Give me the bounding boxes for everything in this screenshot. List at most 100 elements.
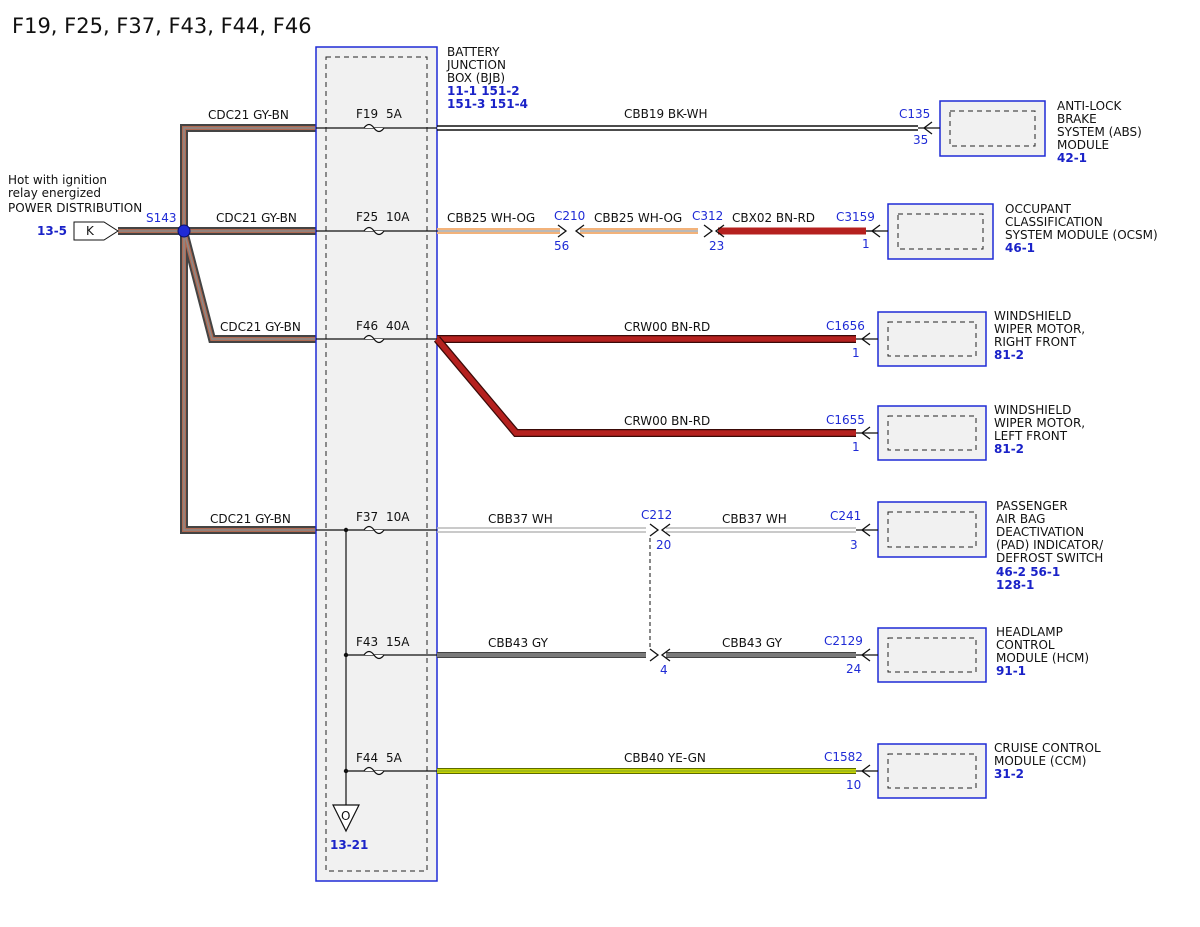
module-hcm-pin: 24: [846, 662, 861, 676]
connector-c212-pin: 20: [656, 538, 671, 552]
module-pad-line5: DEFROST SWITCH: [996, 551, 1103, 565]
connector-k-label: K: [86, 224, 95, 238]
fuse-f25-name: F25: [356, 210, 378, 224]
module-hcm-line2: CONTROL: [996, 638, 1055, 652]
bjb-label-line2: JUNCTION: [446, 58, 506, 72]
module-ccm-line2: MODULE (CCM): [994, 754, 1086, 768]
module-pad-line2: AIR BAG: [996, 512, 1045, 526]
module-wiper-rf-line3: RIGHT FRONT: [994, 335, 1077, 349]
module-pad-pin: 3: [850, 538, 858, 552]
inline-connector-c210: [557, 224, 585, 238]
power-label-line1: Hot with ignition: [8, 173, 107, 187]
wire-cbb37: [437, 527, 856, 533]
fuse-f19-name: F19: [356, 107, 378, 121]
module-ocsm-line1: OCCUPANT: [1005, 202, 1072, 216]
module-wiper-rf-connector: C1656: [826, 319, 865, 333]
ground-icon: [332, 804, 360, 833]
module-hcm-ref[interactable]: 91-1: [996, 664, 1026, 678]
module-hcm-line1: HEADLAMP: [996, 625, 1063, 639]
inline-connector-c312: [703, 224, 725, 238]
wire-label-cbb43-b: CBB43 GY: [722, 636, 783, 650]
connector-c312-label: C312: [692, 209, 723, 223]
module-wiper-lf-line1: WINDSHIELD: [994, 403, 1071, 417]
module-wiper-rf: [856, 311, 987, 367]
module-ccm: [856, 743, 987, 799]
connector-k-icon: [73, 221, 119, 241]
bjb-inner-outline: [325, 56, 428, 872]
module-pad-ref2[interactable]: 128-1: [996, 578, 1034, 592]
module-abs-connector: C135: [899, 107, 930, 121]
wire-label-crw00-a: CRW00 BN-RD: [624, 320, 710, 334]
inline-connector-c212: [649, 523, 671, 662]
module-wiper-lf-ref[interactable]: 81-2: [994, 442, 1024, 456]
module-ocsm-ref[interactable]: 46-1: [1005, 241, 1035, 255]
bjb-label-line1: BATTERY: [447, 45, 500, 59]
wire-cbb25: [437, 228, 698, 234]
module-abs-ref[interactable]: 42-1: [1057, 151, 1087, 165]
bjb-label-line3: BOX (BJB): [447, 71, 505, 85]
wire-label-crw00-b: CRW00 BN-RD: [624, 414, 710, 428]
module-ccm-pin: 10: [846, 778, 861, 792]
wire-label-cbb25-a: CBB25 WH-OG: [447, 211, 535, 225]
module-wiper-lf: [856, 405, 987, 461]
fuse-internal-dots: [343, 527, 349, 774]
feed-label-f37: CDC21 GY-BN: [210, 512, 291, 526]
fuse-f44-rating: 5A: [386, 751, 403, 765]
splice-label: S143: [146, 211, 177, 225]
module-wiper-lf-line2: WIPER MOTOR,: [994, 416, 1085, 430]
module-ocsm-line2: CLASSIFICATION: [1005, 215, 1103, 229]
ground-symbol-label: O: [341, 809, 350, 823]
fuse-f46-name: F46: [356, 319, 378, 333]
wire-label-cbb19: CBB19 BK-WH: [624, 107, 708, 121]
power-label-line3: POWER DISTRIBUTION: [8, 201, 142, 215]
module-pad: [856, 501, 987, 558]
module-ccm-connector: C1582: [824, 750, 863, 764]
fuse-f43-rating: 15A: [386, 635, 410, 649]
wire-label-cbx02: CBX02 BN-RD: [732, 211, 815, 225]
bjb-ref-line1[interactable]: 11-1 151-2: [447, 84, 520, 98]
module-ccm-line1: CRUISE CONTROL: [994, 741, 1101, 755]
module-ocsm: [866, 203, 994, 260]
page-title: F19, F25, F37, F43, F44, F46: [12, 14, 312, 38]
fuse-f46-rating: 40A: [386, 319, 410, 333]
fuse-f43-name: F43: [356, 635, 378, 649]
ground-ref[interactable]: 13-21: [330, 838, 368, 852]
connector-c212-label: C212: [641, 508, 672, 522]
module-pad-connector: C241: [830, 509, 861, 523]
module-pad-line3: DEACTIVATION: [996, 525, 1084, 539]
module-ccm-ref[interactable]: 31-2: [994, 767, 1024, 781]
fuse-f44-name: F44: [356, 751, 378, 765]
module-wiper-rf-ref[interactable]: 81-2: [994, 348, 1024, 362]
module-pad-line4: (PAD) INDICATOR/: [996, 538, 1104, 552]
module-wiper-lf-line3: LEFT FRONT: [994, 429, 1068, 443]
bjb-ref-line2[interactable]: 151-3 151-4: [447, 97, 528, 111]
power-label-line2: relay energized: [8, 186, 101, 200]
connector-c210-label: C210: [554, 209, 585, 223]
module-abs-line1: ANTI-LOCK: [1057, 99, 1122, 113]
module-pad-line1: PASSENGER: [996, 499, 1068, 513]
module-abs-pin: 35: [913, 133, 928, 147]
feed-label-f19: CDC21 GY-BN: [208, 108, 289, 122]
module-abs-line4: MODULE: [1057, 138, 1109, 152]
fuse-symbols: [363, 123, 385, 776]
wire-label-cbb43-a: CBB43 GY: [488, 636, 549, 650]
feed-label-f46: CDC21 GY-BN: [220, 320, 301, 334]
wire-label-cbb37-b: CBB37 WH: [722, 512, 787, 526]
module-abs: [918, 100, 1046, 157]
fuse-f37-name: F37: [356, 510, 378, 524]
wire-label-cbb40: CBB40 YE-GN: [624, 751, 706, 765]
module-ocsm-pin: 1: [862, 237, 870, 251]
connector-c210-pin: 56: [554, 239, 569, 253]
module-wiper-rf-pin: 1: [852, 346, 860, 360]
power-feed-harness: [118, 124, 316, 534]
fuse-f25-rating: 10A: [386, 210, 410, 224]
power-ref[interactable]: 13-5: [37, 224, 67, 238]
module-wiper-lf-connector: C1655: [826, 413, 865, 427]
fuse-f37-rating: 10A: [386, 510, 410, 524]
module-wiper-rf-line2: WIPER MOTOR,: [994, 322, 1085, 336]
module-abs-line2: BRAKE: [1057, 112, 1097, 126]
splice-dot-icon: [177, 224, 191, 238]
module-ocsm-connector: C3159: [836, 210, 875, 224]
module-pad-ref1[interactable]: 46-2 56-1: [996, 565, 1060, 579]
